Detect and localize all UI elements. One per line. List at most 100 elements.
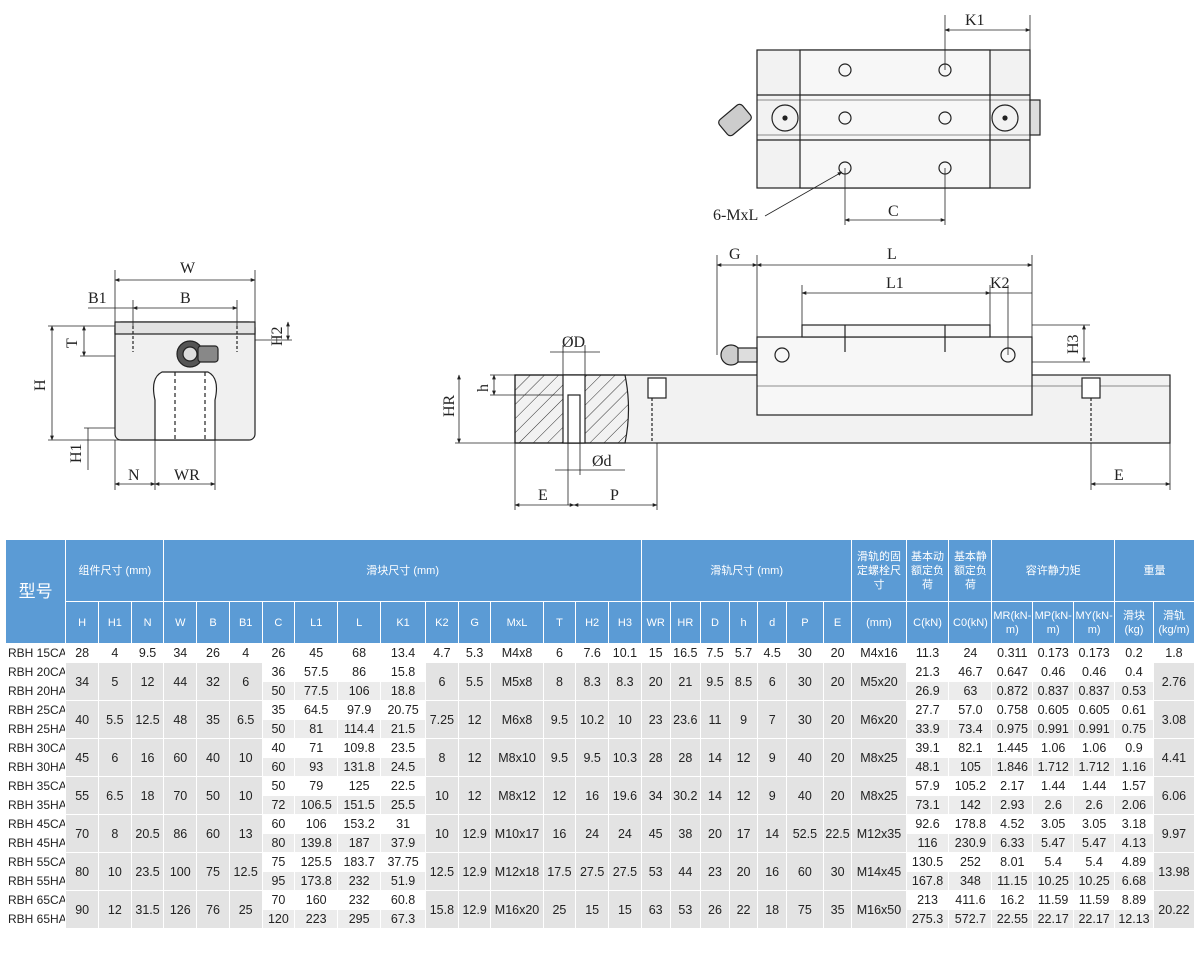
cell-d: 14 [757, 814, 787, 853]
cell-l1: 64.5 [294, 700, 339, 720]
cell-h: 22 [728, 890, 759, 929]
cell-d: 9 [757, 776, 787, 815]
cell-b: 26 [196, 643, 230, 663]
cell-w: 60 [163, 738, 198, 777]
cell-wr: 53 [640, 852, 671, 891]
cell-h1: 10 [98, 852, 132, 891]
cell-h1: 12 [98, 890, 132, 929]
cell-mxl: M4x8 [490, 643, 544, 663]
sub-header-cell: H2 [575, 601, 609, 644]
cell-rail-kgm: 13.98 [1152, 852, 1196, 891]
cell-t: 9.5 [542, 700, 577, 739]
label-e-left: E [538, 487, 548, 504]
cell-h3: 10 [608, 700, 642, 739]
cell-h3: 10.3 [608, 738, 642, 777]
cell-l: 114.4 [337, 719, 382, 739]
side-view [455, 255, 1171, 510]
model-cell: RBH 65HA [4, 909, 67, 929]
cell-k1: 23.5 [380, 738, 427, 758]
cell-my: 1.06 [1073, 738, 1116, 758]
cell-hr: 16.5 [669, 643, 702, 663]
cell-cdyn: 167.8 [905, 871, 950, 891]
header-moment: 容许静力矩 [991, 539, 1116, 602]
sub-header-cell: C0(kN) [948, 601, 993, 644]
cell-c0: 142 [948, 795, 993, 815]
cell-k1: 18.8 [380, 681, 427, 701]
model-cell: RBH 35CA [4, 776, 67, 796]
cell-h3: 15 [608, 890, 642, 929]
cell-h: 17 [728, 814, 759, 853]
cell-k2: 10 [425, 776, 459, 815]
cell-mp: 0.837 [1032, 681, 1075, 701]
cell-rail-kgm: 3.08 [1152, 700, 1196, 739]
cell-d: 16 [757, 852, 787, 891]
cell-l1: 173.8 [294, 871, 339, 891]
top-view [718, 15, 1041, 225]
cell-k2: 15.8 [425, 890, 459, 929]
cell-c: 70 [261, 890, 296, 910]
cell-l: 125 [337, 776, 382, 796]
cell-c0: 572.7 [948, 909, 993, 929]
cell-w: 44 [163, 662, 198, 701]
cell-h: 45 [65, 738, 99, 777]
cell-mr: 11.15 [991, 871, 1034, 891]
cell-h: 55 [65, 776, 99, 815]
label-b: B [180, 290, 191, 307]
cell-k1: 31 [380, 814, 427, 834]
cell-my: 2.6 [1073, 795, 1116, 815]
cell-h2: 27.5 [575, 852, 609, 891]
cell-l: 183.7 [337, 852, 382, 872]
label-t: T [64, 338, 81, 348]
cell-mr: 0.647 [991, 662, 1034, 682]
cell-d: 9.5 [700, 662, 730, 701]
cell-c0: 411.6 [948, 890, 993, 910]
cell-l1: 223 [294, 909, 339, 929]
cell-t: 8 [542, 662, 577, 701]
cell-c0: 348 [948, 871, 993, 891]
cell-mp: 10.25 [1032, 871, 1075, 891]
cell-mr: 2.93 [991, 795, 1034, 815]
cell-rail-kgm: 9.97 [1152, 814, 1196, 853]
cell-h3: 10.1 [608, 643, 642, 663]
sub-header-cell: H1 [98, 601, 132, 644]
cell-h2: 10.2 [575, 700, 609, 739]
cell-wr: 63 [640, 890, 671, 929]
cell-g: 12.9 [457, 852, 492, 891]
cell-c0: 46.7 [948, 662, 993, 682]
label-mxl: 6-MxL [713, 207, 758, 224]
cell-mr: 2.17 [991, 776, 1034, 796]
cell-p: 75 [785, 890, 824, 929]
cell-k1: 15.8 [380, 662, 427, 682]
cell-cdyn: 130.5 [905, 852, 950, 872]
sub-header-cell: K2 [425, 601, 459, 644]
cell-block-kg: 0.9 [1114, 738, 1154, 758]
cell-c0: 105 [948, 757, 993, 777]
cell-l1: 139.8 [294, 833, 339, 853]
cell-mr: 0.311 [991, 643, 1034, 663]
cell-cdyn: 21.3 [905, 662, 950, 682]
cell-k1: 51.9 [380, 871, 427, 891]
cell-t: 6 [542, 643, 577, 663]
cell-k1: 21.5 [380, 719, 427, 739]
cell-k1: 67.3 [380, 909, 427, 929]
cell-e: 20 [822, 776, 853, 815]
cell-k1: 60.8 [380, 890, 427, 910]
sub-header-cell: MY(kN-m) [1073, 601, 1116, 644]
cell-b1: 10 [228, 738, 263, 777]
cell-mp: 5.47 [1032, 833, 1075, 853]
cell-n: 31.5 [130, 890, 165, 929]
cell-mr: 0.975 [991, 719, 1034, 739]
cell-d: 9 [757, 738, 787, 777]
cell-b1: 4 [228, 643, 263, 663]
cell-d: 7.5 [700, 643, 730, 663]
cell-l: 295 [337, 909, 382, 929]
sub-header-cell: C(kN) [905, 601, 950, 644]
cell-d: 6 [757, 662, 787, 701]
label-k2: K2 [990, 275, 1010, 292]
cell-l: 106 [337, 681, 382, 701]
cell-h2: 24 [575, 814, 609, 853]
cell-l: 153.2 [337, 814, 382, 834]
